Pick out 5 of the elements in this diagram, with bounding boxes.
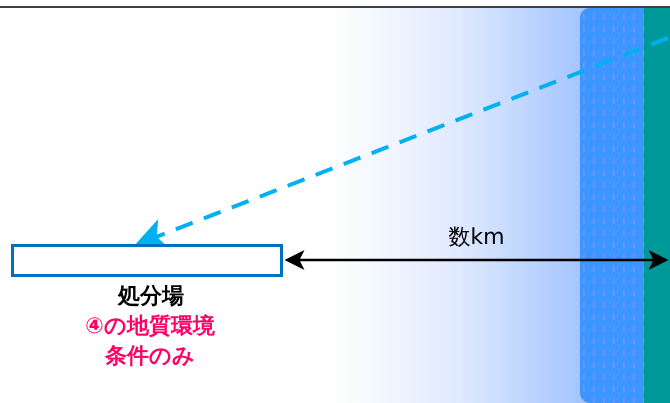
- arrow: [284, 250, 668, 270]
- edge-label: 数km: [447, 224, 506, 252]
- coastal-zone-drawing: [580, 8, 670, 403]
- site-label: 処分場: [116, 284, 185, 310]
- condition-note: ④の地質環境条件のみ: [84, 312, 216, 371]
